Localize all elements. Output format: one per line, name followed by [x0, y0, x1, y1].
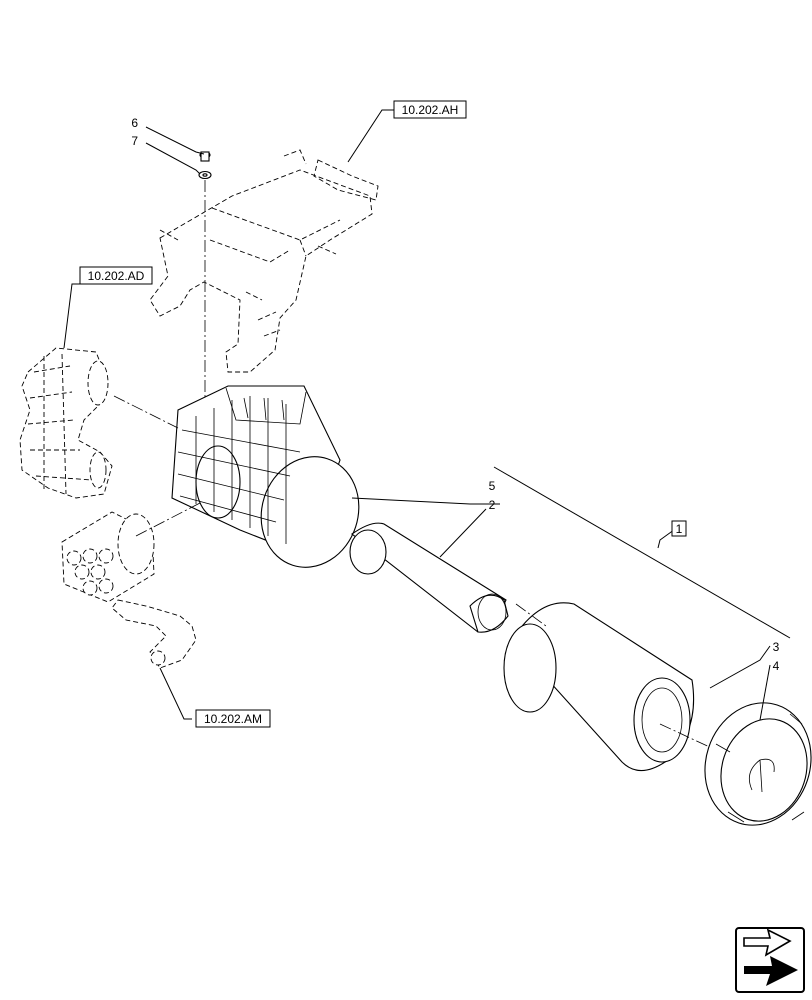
- air-cleaner-housing-5[interactable]: [171, 385, 373, 580]
- ref-link-10-202-ah[interactable]: 10.202.AH: [393, 100, 467, 119]
- washer-7[interactable]: [198, 170, 212, 180]
- air-cleaner-cover-4[interactable]: [689, 689, 812, 839]
- next-page-arrow-icon[interactable]: [735, 927, 805, 993]
- pre-cleaner: [61, 511, 197, 669]
- ref-link-10-202-am[interactable]: 10.202.AM: [195, 709, 271, 728]
- callout-1-box: 1: [671, 520, 687, 537]
- callout-6: 6: [131, 116, 138, 130]
- ref-label-am[interactable]: 10.202.AM: [204, 712, 262, 726]
- safety-filter-2[interactable]: [349, 522, 509, 633]
- callout-1: 1: [676, 522, 683, 536]
- inlet-duct: [19, 347, 113, 499]
- callout-3: 3: [773, 640, 780, 654]
- ref-link-10-202-ad[interactable]: 10.202.AD: [79, 266, 153, 285]
- ref-label-ah[interactable]: 10.202.AH: [402, 103, 459, 117]
- leader-lines: [63, 109, 791, 721]
- ref-label-ad[interactable]: 10.202.AD: [88, 269, 145, 283]
- callout-5: 5: [489, 479, 496, 493]
- mounting-bracket: [149, 149, 379, 373]
- callout-4: 4: [773, 659, 780, 673]
- pre-cleaner-tubes: [66, 548, 114, 596]
- callout-7: 7: [131, 134, 138, 148]
- primary-filter-3[interactable]: [503, 602, 695, 772]
- callout-2: 2: [489, 498, 496, 512]
